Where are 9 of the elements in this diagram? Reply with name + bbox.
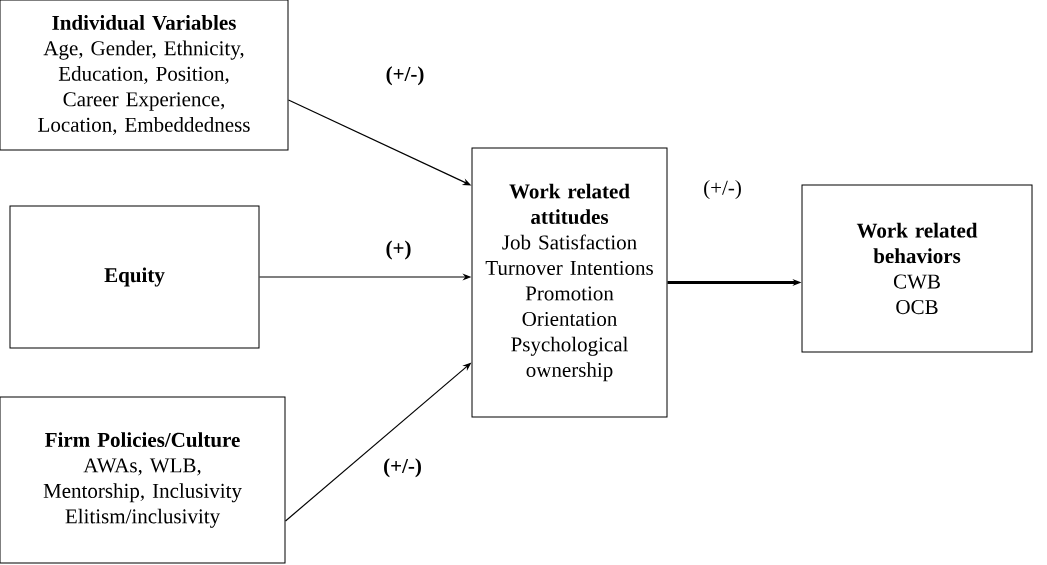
- text-box: Work related attitudes Job Satisfaction Turnover Intentions Promotion Orientation Psychological ownership: [471, 147, 668, 418]
- text-box: Firm Policies/Culture AWAs, WLB, Mentorship, Inclusivity Elitism/inclusivity: [0, 396, 286, 564]
- edge-label: (+): [386, 240, 411, 260]
- edge-label: (+/-): [386, 66, 424, 86]
- text-box: Individual Variables Age, Gender, Ethnicity, Education, Position, Career Experience, Location, Embeddedness: [0, 0, 289, 151]
- text-box: Equity: [9, 205, 260, 349]
- edge-label: (+/-): [704, 180, 741, 199]
- text-box: Work related behaviors CWB OCB: [801, 184, 1033, 353]
- edge-label: (+/-): [384, 458, 421, 478]
